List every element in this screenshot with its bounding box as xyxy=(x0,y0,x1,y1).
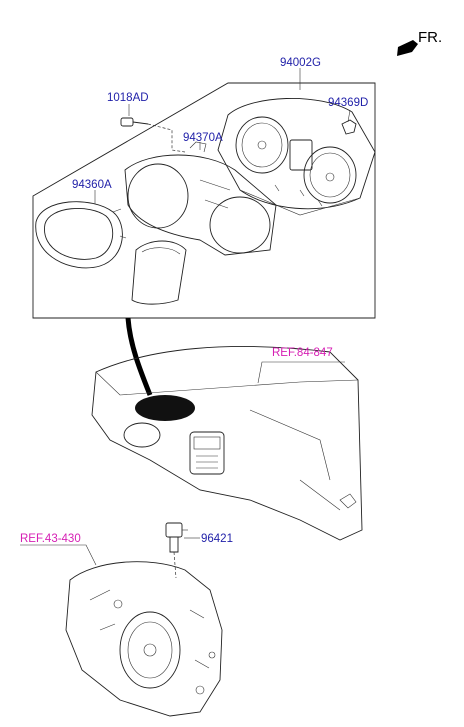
screw-drawing xyxy=(120,117,149,127)
crash-pad-leader-line xyxy=(257,361,345,384)
ref-transaxle: REF.43-430 xyxy=(20,533,81,545)
label-1018AD: 1018AD xyxy=(107,92,149,104)
cluster-location-leader xyxy=(125,317,153,396)
cluster-hood-drawing xyxy=(131,240,187,305)
crash-pad-drawing xyxy=(91,346,363,541)
front-direction-indicator: FR. xyxy=(397,29,442,56)
front-arrow-icon xyxy=(397,40,418,56)
transaxle-drawing xyxy=(65,561,223,717)
label-94370A: 94370A xyxy=(183,132,223,144)
cluster-assembly-drawing xyxy=(217,98,376,216)
label-94002G: 94002G xyxy=(280,57,321,69)
speed-sensor-drawing xyxy=(165,522,188,553)
cluster-opening xyxy=(135,395,195,421)
ref-crash-pad: REF.84-847 xyxy=(272,347,333,359)
cluster-group-frame xyxy=(32,82,376,319)
front-label: FR. xyxy=(418,29,442,46)
bulb-leader-line xyxy=(347,109,351,123)
bulb-socket-drawing xyxy=(341,119,357,135)
label-94360A: 94360A xyxy=(72,179,112,191)
trim-bezel-drawing xyxy=(35,201,127,269)
sensor-dash-line xyxy=(173,551,177,579)
label-96421: 96421 xyxy=(201,533,233,545)
cluster-housing-drawing xyxy=(124,141,277,256)
transaxle-leader-line xyxy=(20,544,97,566)
label-94369D: 94369D xyxy=(328,97,368,109)
screw-dash-line xyxy=(147,123,186,153)
